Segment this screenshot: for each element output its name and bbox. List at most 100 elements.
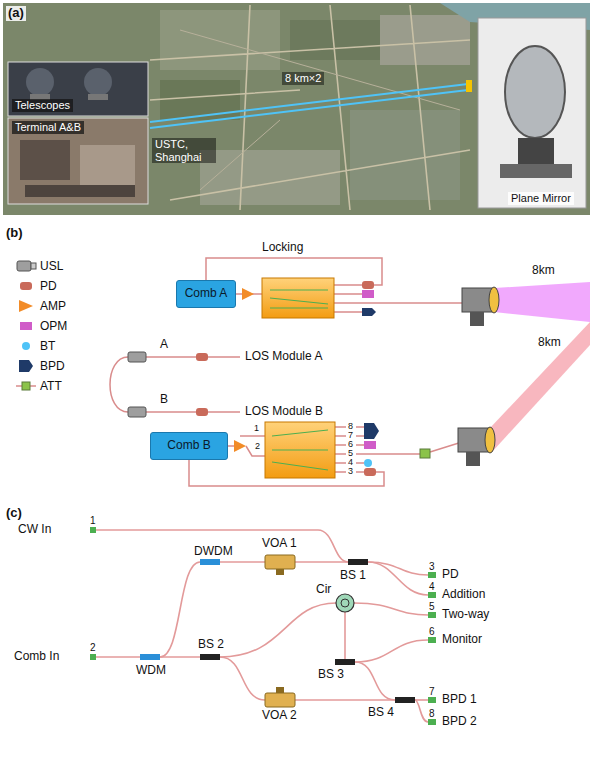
detector-symbol bbox=[364, 468, 376, 476]
attenuator-symbol bbox=[276, 569, 284, 575]
port-name: Addition bbox=[442, 588, 485, 602]
port-name: BPD 2 bbox=[442, 715, 477, 729]
satellite-map bbox=[150, 5, 470, 210]
beam bbox=[490, 282, 590, 452]
fiber-port bbox=[90, 527, 96, 533]
optical-fiber bbox=[96, 530, 428, 722]
panel-label: (a) bbox=[6, 6, 26, 21]
port-name: Two-way bbox=[442, 608, 489, 622]
telescope-symbol bbox=[485, 427, 495, 453]
legend-symbol bbox=[16, 261, 36, 390]
photo-caption: Telescopes bbox=[12, 99, 73, 112]
laser-label: B bbox=[160, 393, 168, 407]
fiber-port bbox=[90, 654, 96, 660]
satellite-map bbox=[160, 80, 240, 120]
laser-beam bbox=[150, 90, 468, 128]
fiber-port bbox=[428, 612, 436, 618]
splitter-symbol bbox=[395, 697, 415, 703]
fiber-port bbox=[90, 527, 436, 725]
fiber-port bbox=[428, 592, 436, 598]
legend-symbol bbox=[22, 382, 30, 390]
laser-symbol bbox=[128, 352, 146, 362]
splitter-symbol bbox=[200, 559, 415, 703]
port-name: PD bbox=[442, 568, 459, 582]
terminal-photo bbox=[8, 118, 148, 204]
detector-symbol bbox=[420, 449, 430, 458]
photo-caption: Terminal A&B bbox=[12, 121, 84, 134]
detector-symbol bbox=[364, 423, 379, 439]
telescope-photo bbox=[8, 62, 148, 116]
satellite-map bbox=[180, 30, 460, 190]
port-number: 2 bbox=[255, 442, 260, 451]
splitter-symbol bbox=[200, 654, 220, 660]
comb-box: Comb B bbox=[150, 432, 228, 460]
port-number: 3 bbox=[429, 561, 435, 572]
distance-label: 8 km×2 bbox=[282, 72, 324, 85]
component-label: VOA 2 bbox=[262, 709, 297, 723]
mirror-photo bbox=[518, 138, 554, 164]
port-number: 5 bbox=[348, 449, 353, 458]
legend-symbol bbox=[17, 261, 31, 271]
port-number: 1 bbox=[254, 424, 259, 433]
detector-symbol bbox=[196, 353, 208, 361]
satellite-map bbox=[160, 10, 280, 70]
optical-fiber bbox=[96, 530, 348, 562]
component-label: BS 2 bbox=[198, 638, 224, 652]
module-label: LOS Module B bbox=[245, 405, 323, 419]
beam bbox=[490, 322, 590, 452]
attenuator-symbol bbox=[265, 555, 295, 707]
circulator-symbol bbox=[336, 594, 354, 612]
optical-fiber bbox=[355, 662, 395, 700]
laser-label: A bbox=[160, 338, 168, 352]
node-text: Comb A bbox=[185, 287, 228, 301]
port-number: 7 bbox=[429, 686, 435, 697]
telescope-symbol bbox=[466, 452, 480, 466]
legend-symbol bbox=[31, 263, 36, 269]
optical-fiber bbox=[160, 562, 200, 657]
optical-fiber bbox=[146, 357, 240, 412]
wdm-symbol bbox=[140, 654, 160, 660]
detector-symbol bbox=[364, 459, 372, 467]
los-module bbox=[265, 422, 335, 478]
optical-fiber bbox=[356, 442, 462, 454]
component-label: VOA 1 bbox=[262, 537, 297, 551]
fiber-port bbox=[428, 697, 436, 703]
legend-label: BT bbox=[40, 339, 55, 353]
amplifier-symbol bbox=[234, 440, 246, 452]
optical-fiber bbox=[240, 435, 265, 437]
node-text: Comb B bbox=[167, 439, 210, 453]
optical-fiber bbox=[335, 427, 346, 472]
detector-symbol bbox=[196, 408, 208, 416]
optical-fiber bbox=[96, 656, 140, 658]
fiber-port bbox=[428, 572, 436, 578]
legend-symbol bbox=[19, 360, 33, 372]
optical-fiber bbox=[354, 603, 428, 615]
optical-fiber bbox=[220, 603, 336, 657]
mirror-photo bbox=[500, 164, 572, 178]
laser-symbol bbox=[128, 352, 146, 417]
optical-fiber bbox=[344, 612, 346, 659]
port-number: 1 bbox=[90, 515, 96, 526]
legend-label: PD bbox=[40, 279, 57, 293]
comb-box: Comb A bbox=[176, 280, 236, 308]
telescope-symbol bbox=[489, 287, 499, 313]
wdm-symbol bbox=[200, 559, 220, 565]
satellite-map bbox=[3, 3, 590, 215]
panel-label: (c) bbox=[4, 506, 24, 521]
distance-label: 8km bbox=[532, 264, 555, 278]
optical-fiber bbox=[110, 258, 462, 486]
fiber-port bbox=[428, 637, 436, 643]
optical-fiber bbox=[295, 699, 395, 701]
terminal-photo bbox=[8, 118, 148, 204]
amplifier-symbol bbox=[242, 288, 254, 300]
port-number: 7 bbox=[348, 431, 353, 440]
legend-symbol bbox=[20, 322, 32, 330]
mirror-photo bbox=[478, 18, 586, 208]
los-module bbox=[270, 290, 328, 308]
laser-beam bbox=[466, 80, 472, 92]
panel-label: (b) bbox=[4, 226, 25, 241]
port-number: 8 bbox=[429, 708, 435, 719]
port-number: 4 bbox=[429, 581, 435, 592]
